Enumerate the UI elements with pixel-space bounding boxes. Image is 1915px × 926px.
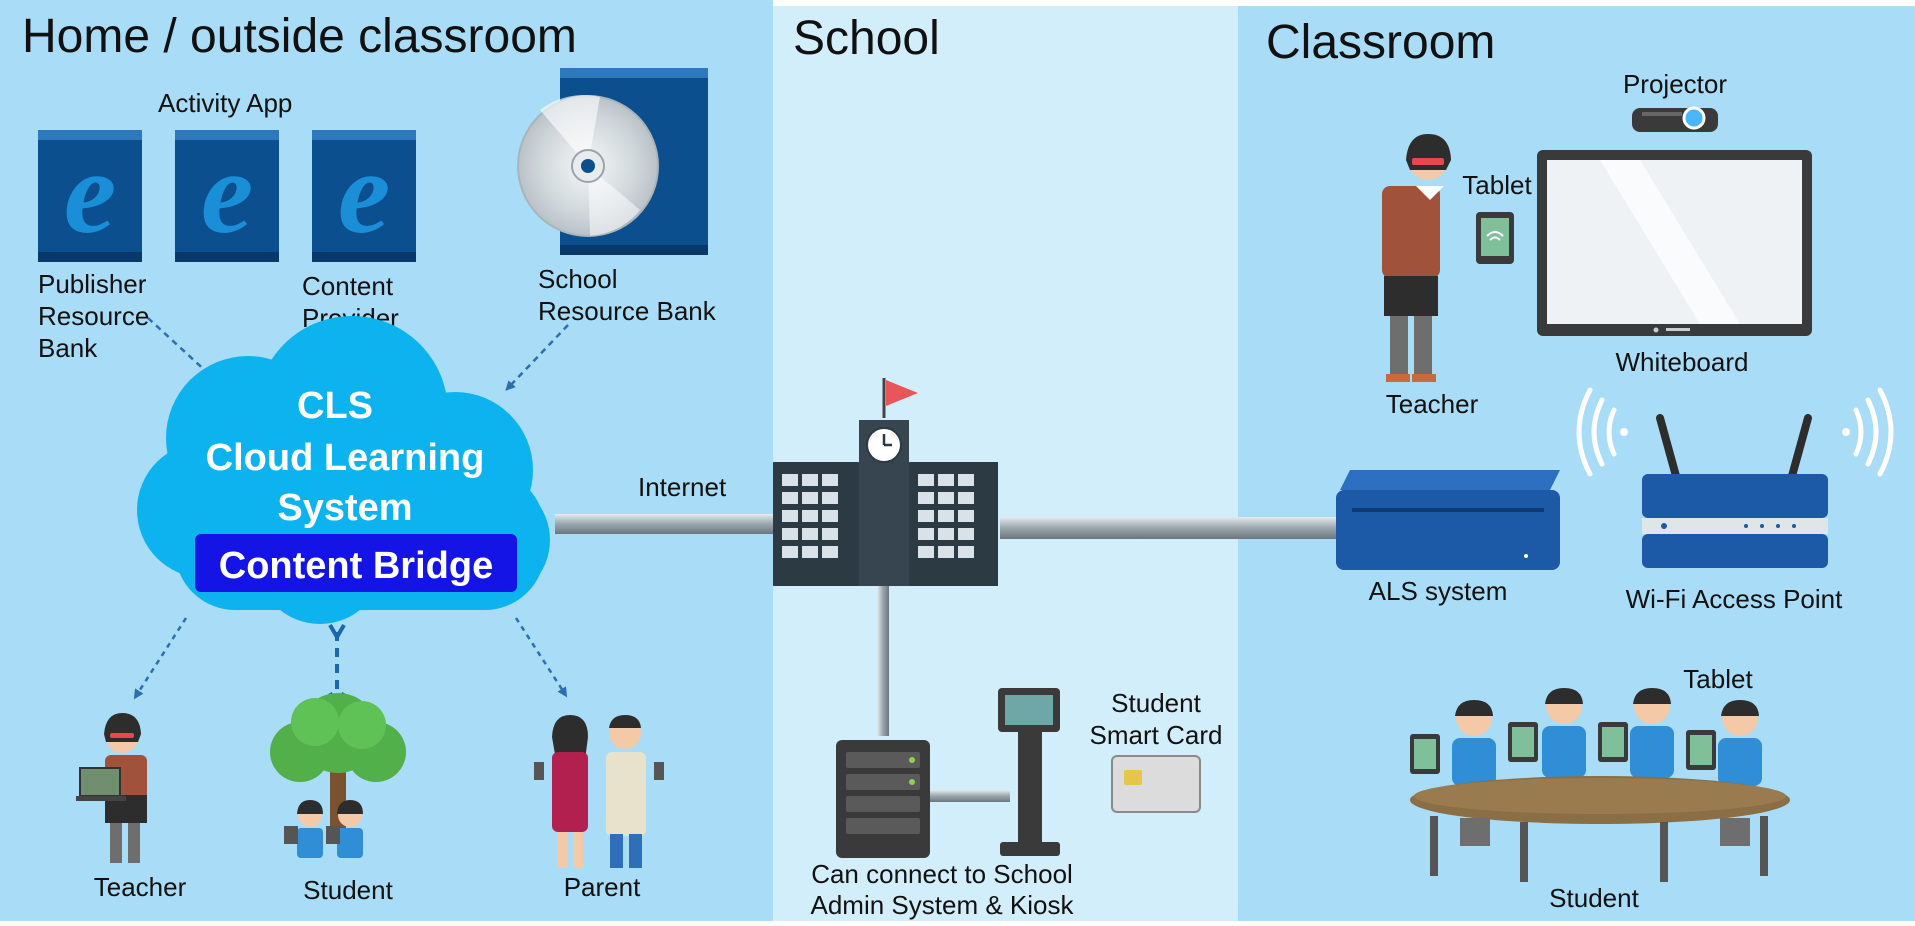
cloud-title-line3: System bbox=[277, 487, 412, 529]
projector-label: Projector bbox=[1623, 69, 1727, 99]
student-tablet-label: Tablet bbox=[1683, 664, 1753, 694]
home-parent-icon bbox=[534, 715, 664, 868]
als-system-label: ALS system bbox=[1369, 576, 1508, 606]
projector-icon bbox=[1632, 106, 1718, 132]
smart-card-label-2: Smart Card bbox=[1090, 720, 1223, 750]
content-bridge-box bbox=[195, 534, 517, 592]
wifi-access-point-label: Wi-Fi Access Point bbox=[1626, 584, 1843, 614]
cloud-title-line2: Cloud Learning bbox=[206, 437, 485, 479]
book-content-provider-icon: e bbox=[312, 127, 416, 262]
classroom-students-label: Student bbox=[1549, 883, 1639, 913]
whiteboard-label: Whiteboard bbox=[1616, 347, 1749, 377]
school-classroom-cable bbox=[1000, 517, 1340, 539]
book-publisher-icon: e bbox=[38, 127, 142, 262]
server-kiosk-cable bbox=[930, 790, 1010, 802]
school-resource-bank-label-1: School bbox=[538, 264, 618, 294]
school-admin-label-2: Admin System & Kiosk bbox=[811, 890, 1075, 920]
svg-text:e: e bbox=[338, 127, 390, 258]
publisher-bank-label-2: Resource bbox=[38, 301, 149, 331]
svg-text:e: e bbox=[64, 127, 116, 258]
content-provider-label-1: Content bbox=[302, 271, 394, 301]
school-admin-label-1: Can connect to School bbox=[811, 859, 1073, 889]
smart-card-icon bbox=[1111, 755, 1201, 813]
section-classroom-title: Classroom bbox=[1266, 16, 1495, 69]
school-admin-cable bbox=[877, 586, 889, 736]
cloud-title-line1: CLS bbox=[297, 385, 373, 427]
section-school-title: School bbox=[793, 12, 940, 65]
wifi-signal-left-icon bbox=[1576, 387, 1617, 477]
book-activity-app-icon: e bbox=[175, 127, 279, 262]
smart-card-label-1: Student bbox=[1111, 688, 1201, 718]
school-resource-bank-icon bbox=[517, 68, 708, 255]
home-student-label: Student bbox=[303, 875, 393, 905]
classroom-teacher-label: Teacher bbox=[1386, 389, 1479, 419]
school-kiosk-icon bbox=[998, 688, 1060, 856]
home-student-icon bbox=[270, 693, 406, 858]
als-system-icon bbox=[1336, 470, 1560, 570]
classroom-students-icon bbox=[1410, 688, 1790, 882]
wifi-access-point-icon bbox=[1576, 387, 1894, 568]
content-bridge-label: Content Bridge bbox=[219, 545, 493, 587]
svg-text:e: e bbox=[201, 127, 253, 258]
activity-app-label: Activity App bbox=[158, 88, 292, 118]
school-building-icon bbox=[773, 378, 998, 586]
home-parent-label: Parent bbox=[564, 872, 641, 902]
classroom-teacher-icon bbox=[1382, 134, 1451, 382]
publisher-bank-label-3: Bank bbox=[38, 333, 98, 363]
teacher-tablet-icon bbox=[1476, 212, 1514, 264]
whiteboard-icon bbox=[1537, 150, 1812, 336]
teacher-tablet-label: Tablet bbox=[1462, 170, 1532, 200]
internet-cable bbox=[555, 514, 775, 534]
home-teacher-icon bbox=[76, 713, 147, 863]
arrow-publisher-to-cloud bbox=[147, 317, 213, 378]
arrow-school-bank-to-cloud bbox=[505, 324, 569, 391]
school-server-icon bbox=[836, 740, 930, 858]
section-home-title: Home / outside classroom bbox=[22, 10, 577, 63]
wifi-signal-right-icon bbox=[1853, 387, 1894, 477]
school-resource-bank-label-2: Resource Bank bbox=[538, 296, 717, 326]
internet-label: Internet bbox=[638, 472, 727, 502]
home-teacher-label: Teacher bbox=[94, 872, 187, 902]
publisher-bank-label-1: Publisher bbox=[38, 269, 147, 299]
